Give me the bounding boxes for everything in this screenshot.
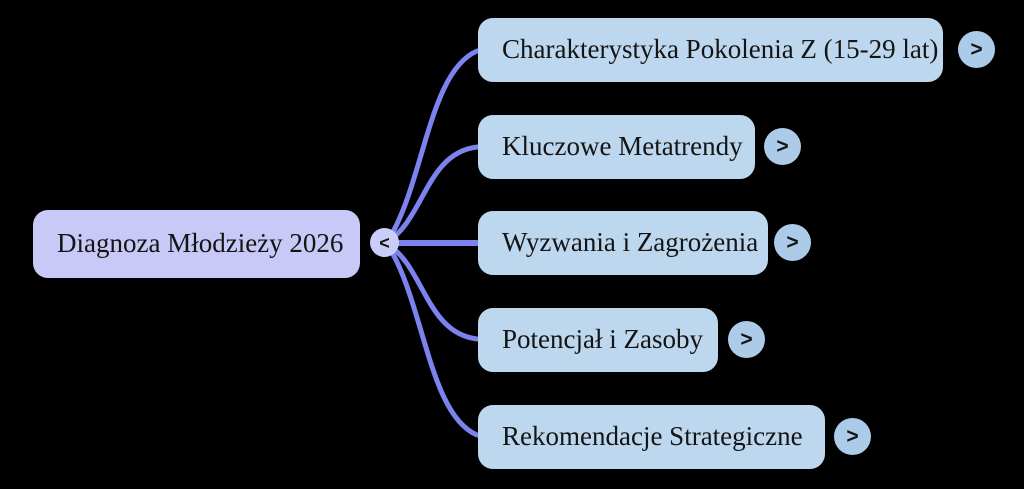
child-node-charakterystyka[interactable]: Charakterystyka Pokolenia Z (15-29 lat) (478, 18, 943, 82)
root-node-label: Diagnoza Młodzieży 2026 (57, 228, 344, 259)
child-node-potencjal[interactable]: Potencjał i Zasoby (478, 308, 718, 372)
child-node-label: Wyzwania i Zagrożenia (502, 227, 759, 258)
child-node-label: Rekomendacje Strategiczne (502, 421, 803, 452)
expand-button-potencjal[interactable]: > (728, 321, 765, 358)
root-collapse-button[interactable]: < (370, 228, 399, 257)
expand-button-charakterystyka[interactable]: > (958, 31, 995, 68)
expand-button-wyzwania[interactable]: > (774, 224, 811, 261)
child-node-metatrendy[interactable]: Kluczowe Metatrendy (478, 115, 755, 179)
child-node-rekomendacje[interactable]: Rekomendacje Strategiczne (478, 405, 825, 469)
edge-root-to-child-5 (384, 241, 480, 438)
child-node-wyzwania[interactable]: Wyzwania i Zagrożenia (478, 211, 768, 275)
child-node-label: Potencjał i Zasoby (502, 324, 703, 355)
expand-button-metatrendy[interactable]: > (764, 128, 801, 165)
child-node-label: Charakterystyka Pokolenia Z (15-29 lat) (502, 34, 939, 65)
expand-button-rekomendacje[interactable]: > (834, 418, 871, 455)
edge-root-to-child-4 (384, 241, 480, 342)
root-node[interactable]: Diagnoza Młodzieży 2026 (33, 210, 360, 278)
edge-root-to-child-1 (384, 48, 480, 245)
edge-root-to-child-2 (384, 144, 480, 245)
child-node-label: Kluczowe Metatrendy (502, 131, 743, 162)
